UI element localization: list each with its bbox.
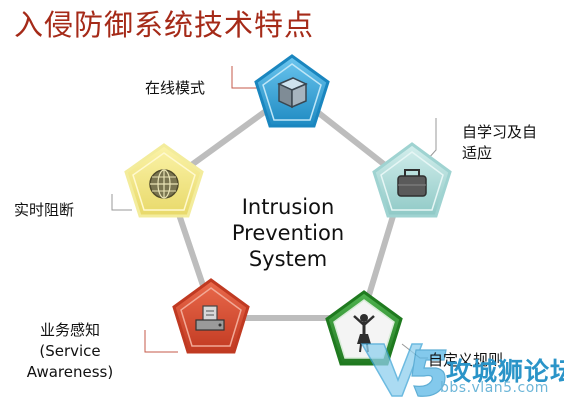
center-line3: System — [248, 247, 328, 271]
node-self-learning — [372, 142, 452, 218]
globe-icon — [149, 169, 179, 199]
leader-mode — [231, 66, 258, 89]
node-service-awareness — [172, 278, 250, 354]
label-service-awareness: 业务感知 (Service Awareness) — [14, 320, 126, 383]
node-realtime-blocking — [124, 143, 204, 218]
label-custom-rules: 自定义规则 — [428, 351, 504, 369]
watermark-logo-icon — [360, 343, 447, 397]
printer-icon — [195, 305, 225, 331]
label-self-learning-line1: 自学习及自 — [462, 123, 538, 141]
leader-service — [144, 330, 178, 353]
briefcase-icon — [397, 169, 427, 197]
label-service-line2: (Service — [39, 342, 101, 360]
leader-realtime — [111, 194, 132, 211]
node-mode — [254, 54, 330, 128]
cube-icon — [277, 77, 308, 109]
label-service-line1: 业务感知 — [39, 321, 100, 339]
watermark-title: 攻城狮论坛 — [446, 357, 564, 386]
node-custom-rules — [325, 290, 403, 366]
label-realtime-blocking: 实时阻断 — [14, 201, 75, 219]
center-line2: Prevention — [231, 221, 345, 245]
center-label: Intrusion Prevention System — [208, 194, 368, 272]
page-title: 入侵防御系统技术特点 — [14, 8, 315, 42]
center-line1: Intrusion — [241, 195, 335, 219]
label-self-learning: 自学习及自 适应 — [462, 122, 537, 164]
label-mode: 在线模式 — [145, 79, 206, 97]
person-icon — [353, 314, 375, 353]
label-service-line3: Awareness) — [26, 363, 114, 381]
label-self-learning-line2: 适应 — [462, 144, 493, 162]
watermark-url: bbs.vlan5.com — [440, 380, 549, 396]
